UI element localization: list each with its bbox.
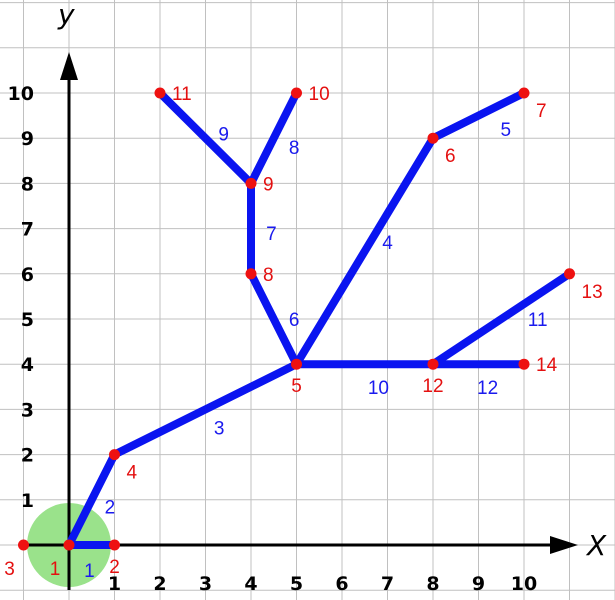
y-tick-label: 9 bbox=[21, 128, 34, 150]
y-axis-title: y bbox=[57, 0, 75, 31]
x-tick-label: 6 bbox=[335, 573, 348, 595]
edge-label: 7 bbox=[266, 224, 277, 245]
y-tick-label: 3 bbox=[21, 399, 34, 421]
y-tick-label: 10 bbox=[8, 83, 34, 105]
node-label: 7 bbox=[536, 101, 547, 122]
x-tick-label: 5 bbox=[290, 573, 303, 595]
y-axis-arrow-icon bbox=[60, 52, 78, 80]
graph-node bbox=[291, 87, 302, 99]
graph-edge bbox=[247, 269, 301, 369]
y-tick-label: 1 bbox=[21, 490, 34, 512]
node-label: 13 bbox=[582, 282, 603, 303]
graph-edge bbox=[247, 89, 301, 188]
y-tick-label: 5 bbox=[21, 309, 34, 331]
edge-label: 9 bbox=[218, 125, 229, 146]
y-tick-label: 7 bbox=[21, 219, 34, 241]
edge-label: 11 bbox=[528, 310, 548, 331]
node-label: 12 bbox=[422, 376, 443, 397]
x-tick-label: 10 bbox=[511, 573, 537, 595]
edge-label: 12 bbox=[477, 378, 498, 399]
graph-node bbox=[18, 539, 29, 551]
x-axis-title: X bbox=[585, 529, 607, 562]
node-label: 10 bbox=[309, 84, 330, 105]
graph-edge bbox=[429, 89, 528, 143]
node-label: 2 bbox=[109, 557, 120, 578]
node-label: 11 bbox=[172, 84, 192, 105]
edge-label: 5 bbox=[501, 120, 512, 141]
graph-node bbox=[109, 539, 120, 551]
graph-node bbox=[427, 132, 439, 144]
graph-edge bbox=[65, 450, 119, 549]
node-label: 14 bbox=[536, 355, 558, 376]
x-tick-label: 1 bbox=[108, 573, 121, 595]
x-tick-label: 9 bbox=[472, 573, 485, 595]
node-label: 9 bbox=[263, 174, 274, 195]
graph-node bbox=[518, 87, 530, 99]
graph-node bbox=[518, 358, 530, 370]
graph-node bbox=[564, 268, 575, 280]
graph-edge bbox=[292, 134, 437, 369]
graph-edge bbox=[429, 269, 574, 369]
graph-node bbox=[109, 449, 120, 461]
graph-node bbox=[427, 358, 439, 370]
edges bbox=[65, 89, 574, 549]
edge-label: 6 bbox=[289, 310, 300, 331]
graph-edge bbox=[110, 360, 301, 459]
x-axis-arrow-icon bbox=[550, 536, 578, 554]
node-label: 6 bbox=[445, 146, 456, 167]
edge-label: 10 bbox=[368, 378, 389, 399]
graph-node bbox=[154, 87, 166, 99]
graph-node bbox=[63, 539, 75, 551]
x-tick-label: 3 bbox=[199, 573, 212, 595]
x-tick-label: 4 bbox=[244, 573, 257, 595]
edge-label: 1 bbox=[84, 561, 95, 582]
y-tick-label: 4 bbox=[21, 354, 34, 376]
graph-node bbox=[245, 268, 257, 280]
node-label: 8 bbox=[263, 265, 274, 286]
node-label: 5 bbox=[291, 376, 302, 397]
node-label: 4 bbox=[127, 463, 138, 484]
edge-label: 8 bbox=[289, 138, 300, 159]
edge-label: 3 bbox=[214, 418, 225, 439]
node-label: 3 bbox=[4, 559, 15, 580]
y-tick-label: 2 bbox=[21, 445, 34, 467]
graph-node bbox=[291, 358, 302, 370]
nodes bbox=[18, 87, 575, 551]
edge-label: 4 bbox=[382, 233, 393, 254]
x-tick-label: 8 bbox=[426, 573, 439, 595]
edge-label: 2 bbox=[105, 498, 116, 519]
node-label: 1 bbox=[50, 559, 61, 580]
y-tick-label: 8 bbox=[21, 173, 34, 195]
x-tick-label: 7 bbox=[381, 573, 394, 595]
graph-node bbox=[245, 177, 257, 189]
x-tick-label: 2 bbox=[153, 573, 166, 595]
graph-edge bbox=[156, 89, 255, 188]
y-tick-label: 6 bbox=[21, 264, 34, 286]
